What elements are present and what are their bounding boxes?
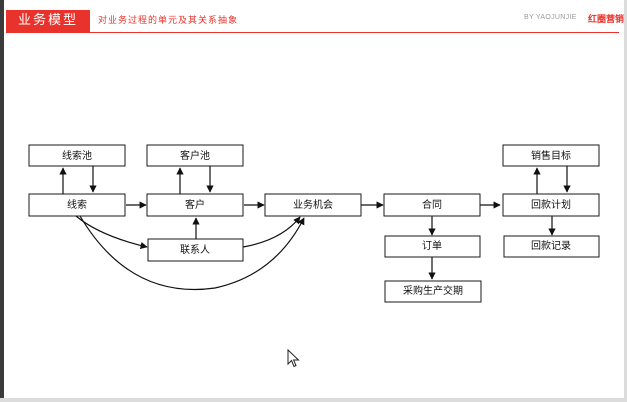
node-payment-record: 回款记录 — [503, 235, 600, 258]
svg-text:客户池: 客户池 — [180, 149, 210, 162]
window-edge-bottom — [0, 398, 627, 402]
svg-text:回款记录: 回款记录 — [531, 239, 571, 252]
edge-lead-to-contact — [75, 215, 148, 250]
node-lead-pool: 线索池 — [28, 144, 126, 167]
brand-logo: 红圈营销 — [588, 15, 625, 25]
node-contact: 联系人 — [147, 238, 244, 262]
slide-title: 业务模型 — [6, 10, 90, 32]
node-procurement: 采购生产交期 — [384, 280, 482, 303]
title-divider — [6, 32, 619, 33]
svg-text:回款计划: 回款计划 — [531, 198, 571, 211]
author-credit: BY YAOJUNJIE — [524, 14, 577, 21]
slide-subtitle: 对业务过程的单元及其关系抽象 — [98, 16, 239, 26]
node-opportunity: 业务机会 — [264, 193, 362, 217]
node-customer-pool: 客户池 — [146, 144, 244, 167]
svg-text:合同: 合同 — [422, 198, 442, 211]
mouse-cursor-icon — [287, 349, 300, 368]
node-lead: 线索 — [28, 193, 126, 217]
svg-text:业务机会: 业务机会 — [293, 198, 333, 211]
svg-text:联系人: 联系人 — [180, 244, 210, 256]
svg-text:线索: 线索 — [67, 198, 87, 211]
svg-text:客户: 客户 — [185, 198, 205, 211]
edge-lead-to-opportunity — [79, 215, 305, 291]
node-customer: 客户 — [146, 193, 244, 217]
svg-text:订单: 订单 — [422, 240, 442, 252]
svg-text:销售目标: 销售目标 — [531, 149, 571, 162]
diagram-edges — [59, 166, 571, 291]
node-payment-plan: 回款计划 — [502, 193, 600, 217]
edge-contact-to-opportunity — [242, 216, 301, 248]
window-edge-right — [624, 0, 627, 402]
window-edge-left — [0, 0, 4, 402]
svg-text:采购生产交期: 采购生产交期 — [403, 284, 463, 297]
node-contract: 合同 — [383, 193, 481, 217]
node-sales-target: 销售目标 — [502, 144, 600, 167]
node-order: 订单 — [384, 235, 481, 258]
svg-text:线索池: 线索池 — [62, 149, 92, 162]
